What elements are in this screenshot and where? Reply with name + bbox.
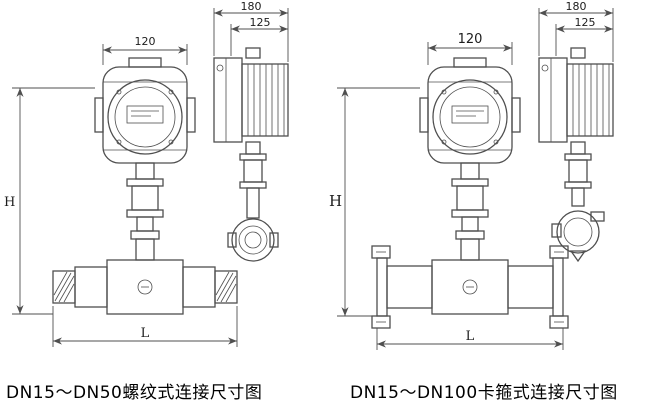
left-drawing-threaded: 120 H L	[4, 0, 289, 347]
transmitter-head	[94, 57, 196, 164]
caption-threaded-connection: DN15～DN50螺纹式连接尺寸图	[6, 383, 263, 403]
dim-label-180: 180	[241, 0, 262, 13]
gauge-bezel	[432, 79, 508, 155]
dim-label-180: 180	[566, 0, 587, 13]
transmitter-head-side	[538, 47, 614, 143]
dimension-head-width: 120	[427, 32, 513, 65]
brand-mark	[137, 279, 153, 295]
brand-mark	[462, 279, 478, 295]
dim-label-125: 125	[250, 16, 271, 29]
front-view-threaded: 120 H L	[4, 35, 238, 347]
side-view-clamp: 180 125	[538, 0, 614, 263]
lcd-display	[126, 105, 164, 124]
dimension-side-depth: 180	[213, 0, 289, 62]
dimension-height: H	[329, 87, 420, 317]
dim-label-120: 120	[458, 32, 483, 47]
clamp-end-left	[371, 245, 391, 329]
dim-label-L: L	[466, 329, 475, 344]
thread-end-right	[214, 270, 238, 304]
dim-label-H: H	[4, 195, 15, 210]
side-view-threaded: 180 125	[213, 0, 289, 262]
pipe-body-clamp	[371, 245, 569, 329]
meter-stem-side	[239, 141, 267, 219]
dimension-length: L	[376, 328, 564, 350]
terminal-cover-fins	[566, 63, 614, 137]
gauge-bezel	[107, 79, 183, 155]
dimension-height: H	[4, 87, 95, 315]
right-drawing-clamp: 120 H L	[329, 0, 614, 350]
dim-label-H: H	[329, 192, 342, 210]
dim-label-125: 125	[575, 16, 596, 29]
dimension-side-offset: 125	[555, 16, 613, 56]
meter-neck	[451, 162, 489, 261]
dimension-side-depth: 180	[538, 0, 614, 62]
pipe-body-threaded	[52, 259, 238, 315]
front-view-clamp: 120 H L	[329, 32, 569, 350]
dimension-length: L	[52, 306, 238, 347]
clamp-ring-axial	[551, 210, 605, 263]
transmitter-head-side	[213, 47, 289, 143]
dim-label-L: L	[141, 326, 150, 341]
dim-label-120: 120	[135, 35, 156, 48]
meter-neck	[126, 162, 164, 261]
dimension-head-width: 120	[102, 35, 188, 65]
thread-end-left	[52, 270, 76, 304]
terminal-cover-fins	[241, 63, 289, 137]
meter-stem-side	[564, 141, 592, 207]
lcd-display	[451, 105, 489, 124]
dimension-side-offset: 125	[230, 16, 288, 56]
threaded-connector-axial	[227, 218, 279, 262]
transmitter-head	[419, 57, 521, 164]
caption-clamp-connection: DN15～DN100卡箍式连接尺寸图	[350, 383, 618, 403]
clamp-end-right	[549, 245, 569, 329]
